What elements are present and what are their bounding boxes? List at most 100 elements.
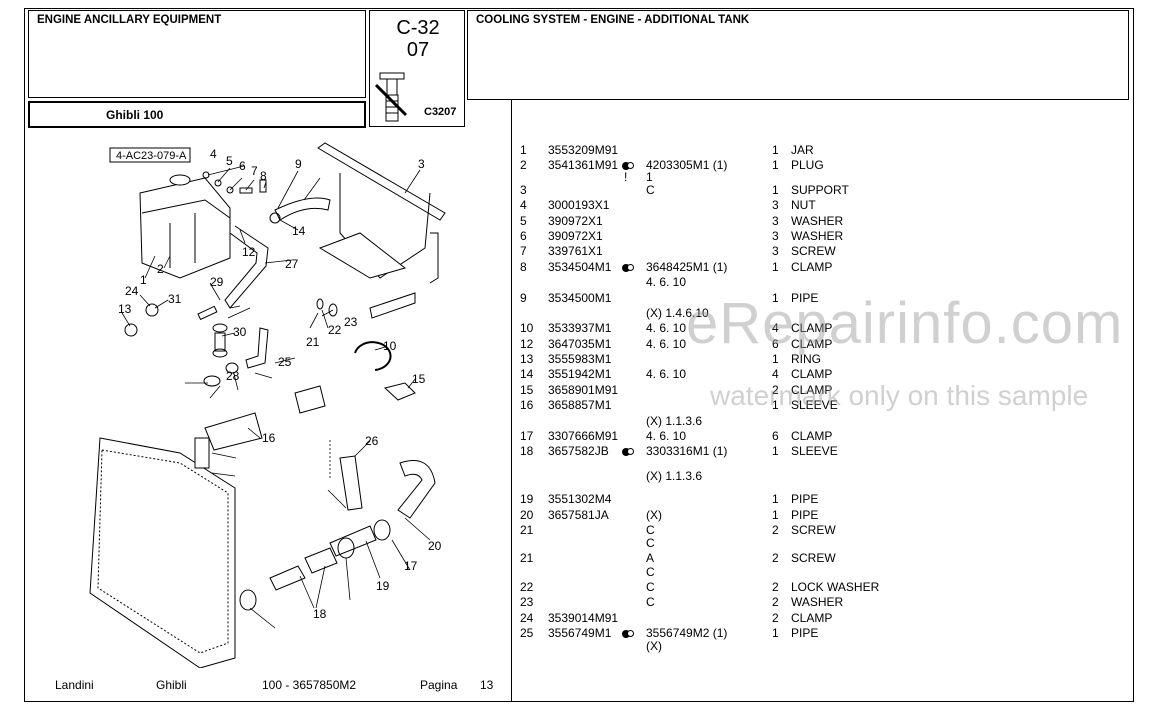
code-box: C-32 07 C3207 — [369, 10, 465, 127]
item-number: 22 — [520, 579, 534, 594]
left-title: ENGINE ANCILLARY EQUIPMENT — [37, 14, 222, 26]
description: PIPE — [791, 492, 819, 507]
item-number: 2 — [520, 158, 527, 173]
quantity: 1 — [772, 398, 779, 413]
alternate-part: 4. 6. 10 — [646, 429, 687, 444]
parts-row-extra: !1 — [520, 170, 1120, 184]
description: SLEEVE — [791, 444, 838, 459]
leader-lines — [121, 165, 431, 629]
watermark-sub: watermark only on this sample — [710, 380, 1089, 411]
part-number: 390972X1 — [548, 228, 603, 243]
part-number: 3657582JB — [548, 444, 609, 459]
quantity: 4 — [772, 367, 779, 382]
pipe-tee — [329, 525, 377, 557]
part-number: 3658901M91 — [548, 382, 619, 397]
svg-text:23: 23 — [344, 315, 358, 329]
description: SCREW — [791, 522, 836, 537]
watermark-main: eRepairinfo.com — [686, 291, 1124, 356]
small-hardware — [124, 171, 338, 387]
description: SCREW — [791, 244, 836, 259]
part-number: 3556749M1 — [548, 625, 612, 640]
quantity: 1 — [772, 352, 779, 367]
quantity: 2 — [772, 579, 779, 594]
footer-model: Ghibli — [156, 678, 187, 692]
quantity: 2 — [772, 595, 779, 610]
svg-text:3: 3 — [418, 157, 425, 171]
svg-text:21: 21 — [306, 335, 320, 349]
svg-text:14: 14 — [292, 224, 306, 238]
description: CLAMP — [791, 382, 833, 397]
column-divider — [511, 100, 512, 702]
quantity: 1 — [772, 290, 779, 305]
quantity: 1 — [772, 507, 779, 522]
item-number: 12 — [520, 336, 534, 351]
code-line1: C-32 — [396, 17, 440, 39]
support-part — [317, 142, 446, 319]
footer-page-label: Pagina — [420, 678, 458, 692]
sleeve-main — [204, 412, 263, 451]
alternate-part: 4. 6. 10 — [646, 336, 687, 351]
item-number: 5 — [520, 213, 527, 228]
parts-row-cont: (X) — [520, 639, 1120, 654]
part-note: 4. 6. 10 — [646, 275, 687, 290]
quantity: 2 — [772, 610, 779, 625]
svg-text:8: 8 — [260, 169, 267, 183]
part-number: 3657581JA — [548, 507, 609, 522]
quantity: 1 — [772, 143, 779, 157]
image-code: C3207 — [424, 106, 457, 118]
quantity: 2 — [772, 382, 779, 397]
parts-row-note: (X) 1.1.3.6 — [520, 414, 1120, 429]
alternate-part-cont: C — [646, 536, 655, 551]
svg-text:20: 20 — [428, 539, 442, 553]
quantity: 1 — [772, 158, 779, 173]
item-number: 17 — [520, 429, 534, 444]
description: JAR — [791, 143, 814, 157]
alternate-part: A — [646, 551, 655, 566]
pipe-20 — [397, 460, 436, 519]
svg-text:1: 1 — [140, 273, 147, 287]
svg-text:30: 30 — [233, 325, 247, 339]
svg-text:4: 4 — [210, 147, 217, 161]
description: NUT — [791, 198, 816, 213]
alternate-part-cont: (X) — [646, 639, 662, 654]
svg-text:29: 29 — [210, 275, 224, 289]
hose-pipe-25 — [274, 197, 331, 221]
item-number: 4 — [520, 198, 527, 213]
svg-text:28: 28 — [226, 369, 240, 383]
sleeve-part-16 — [294, 385, 326, 414]
description: CLAMP — [791, 336, 833, 351]
item-number: 24 — [520, 610, 534, 625]
code-line2: 07 — [406, 39, 430, 61]
pipe-segment — [245, 327, 269, 369]
parts-row: 12 3647035M1 4. 6. 10 6 CLAMP — [520, 337, 1120, 352]
footer-page-number: 13 — [480, 678, 494, 692]
part-number: 3533937M1 — [548, 321, 612, 336]
quantity: 6 — [772, 336, 779, 351]
part-number: 3534504M1 — [548, 259, 612, 274]
alternate-part: C — [646, 595, 655, 610]
description: CLAMP — [791, 367, 833, 382]
parts-row-gap — [520, 484, 1120, 492]
description: CLAMP — [791, 259, 833, 274]
svg-text:9: 9 — [295, 157, 302, 171]
description: PIPE — [791, 290, 819, 305]
item-number: 18 — [520, 444, 534, 459]
parts-row-cont: C — [520, 536, 1120, 551]
alternate-part: 3303316M1 (1) — [646, 444, 728, 459]
item-number: 7 — [520, 244, 527, 259]
part-number: 3647035M1 — [548, 336, 612, 351]
quantity: 3 — [772, 198, 779, 213]
